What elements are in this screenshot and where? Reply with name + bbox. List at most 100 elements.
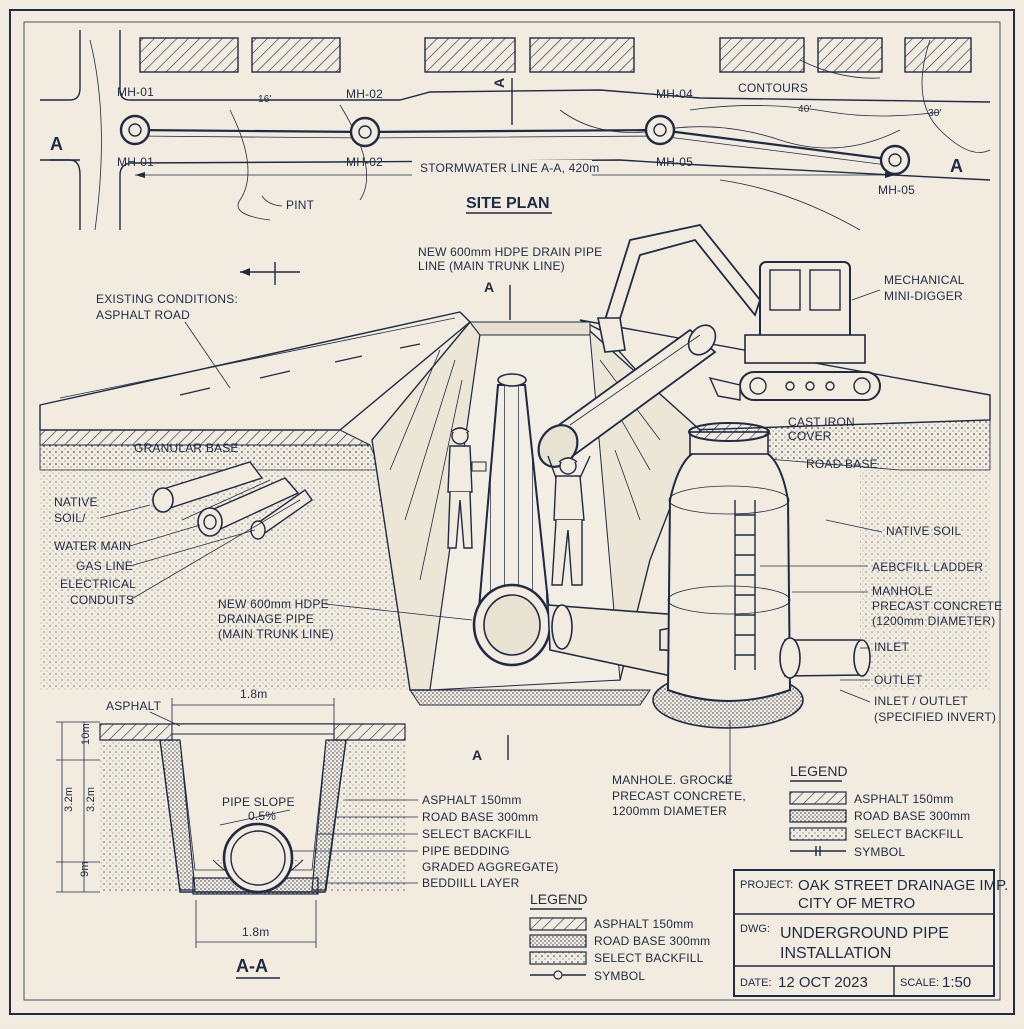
- native-soil-label: NATIVE: [54, 495, 98, 509]
- digger-label: MECHANICAL: [884, 273, 965, 287]
- legend-right: LEGEND ASPHALT 150mm ROAD BASE 300mm SEL…: [789, 763, 970, 859]
- project-city: CITY OF METRO: [798, 895, 915, 912]
- dim-3-2m: 3.2m: [85, 787, 97, 812]
- manhole-label: MH-05: [656, 155, 693, 169]
- section-title: A-A: [236, 956, 268, 976]
- section-marker: A: [491, 78, 507, 88]
- legend-item: ASPHALT 150mm: [854, 792, 954, 806]
- contour-value: 30': [928, 108, 942, 119]
- drain-pipe-label: DRAINAGE PIPE: [218, 612, 314, 626]
- project-name: OAK STREET DRAINAGE IMP.: [798, 877, 1008, 894]
- section-callout: ROAD BASE 300mm: [422, 810, 538, 824]
- mini-digger: [597, 224, 881, 401]
- pipe-slope-label: PIPE SLOPE: [222, 795, 295, 809]
- building-block: [904, 37, 972, 73]
- legend-item: ROAD BASE 300mm: [854, 809, 970, 823]
- legend-item: ASPHALT 150mm: [594, 917, 694, 931]
- dwg-title: INSTALLATION: [780, 945, 891, 962]
- date-label: DATE:: [740, 977, 772, 989]
- worker-figure: [547, 455, 591, 586]
- digger-label: MINI-DIGGER: [884, 289, 963, 303]
- legend-bottom: LEGEND ASPHALT 150mm ROAD BASE 300mm SEL…: [529, 891, 710, 983]
- manhole-label: MH-02: [346, 155, 383, 169]
- contour-value: 40': [798, 104, 812, 115]
- native-soil-label: NATIVE SOIL: [886, 524, 961, 538]
- manhole-symbol: [644, 114, 676, 146]
- outlet-label: OUTLET: [874, 673, 923, 687]
- section-a-a: 1.8m ASPHALT 1.8m 10m 3.2m 3.2m 9m PIPE …: [56, 687, 559, 979]
- gas-line-label: GAS LINE: [76, 559, 133, 573]
- manhole-symbol: [879, 144, 911, 176]
- legend-title: LEGEND: [790, 763, 848, 779]
- manhole-note: 1200mm DIAMETER: [612, 804, 727, 818]
- electrical-label: ELECTRICAL: [60, 577, 136, 591]
- asphalt-label: ASPHALT: [106, 699, 162, 713]
- lifted-pipe: [537, 324, 717, 468]
- section-callout: PIPE BEDDING: [422, 844, 510, 858]
- site-plan: A A A MH-01 MH-02 MH-04 MH-01 MH-02 MH-0…: [40, 30, 991, 231]
- building-block: [139, 37, 239, 73]
- title-block: PROJECT: OAK STREET DRAINAGE IMP. CITY O…: [733, 869, 1008, 997]
- contour-value: 16': [258, 94, 272, 105]
- pint-label: PINT: [286, 198, 315, 212]
- manhole-label: MH-01: [117, 85, 154, 99]
- section-callout: GRADED AGGREGATE): [422, 860, 559, 874]
- width-bottom-dim: 1.8m: [242, 925, 269, 939]
- stormwater-line-label: STORMWATER LINE A-A, 420m: [420, 161, 599, 175]
- new-pipe-label: NEW 600mm HDPE DRAIN PIPE: [418, 245, 602, 259]
- section-callout: BEDDIILL LAYER: [422, 876, 520, 890]
- dim-3-2m: 3.2m: [63, 787, 75, 812]
- ladder-label: AEBCFILL LADDER: [872, 560, 983, 574]
- manhole-note: PRECAST CONCRETE,: [612, 789, 746, 803]
- building-block: [719, 37, 805, 73]
- legend-item: SYMBOL: [854, 845, 905, 859]
- manhole-note: MANHOLE. GROCKE: [612, 773, 733, 787]
- new-pipe-label: LINE (MAIN TRUNK LINE): [418, 259, 565, 273]
- section-pipe: [222, 822, 294, 894]
- legend-title: LEGEND: [530, 891, 588, 907]
- legend-item: ROAD BASE 300mm: [594, 934, 710, 948]
- inner-border: [23, 21, 1001, 1001]
- manhole-label: MH-05: [878, 183, 915, 197]
- road-base-label: ROAD BASE: [806, 457, 878, 471]
- scale-value: 1:50: [942, 974, 971, 991]
- date-value: 12 OCT 2023: [778, 974, 868, 991]
- water-main-label: WATER MAIN: [54, 539, 131, 553]
- native-soil-label: SOIL/: [54, 511, 86, 525]
- manhole-symbol: [119, 114, 151, 146]
- site-plan-title: SITE PLAN: [466, 195, 550, 212]
- inlet-outlet-label: (SPECIFIED INVERT): [874, 710, 996, 724]
- outer-border: [9, 9, 1015, 1015]
- electrical-label: CONDUITS: [70, 593, 134, 607]
- manhole-label: PRECAST CONCRETE: [872, 599, 1002, 613]
- legend-item: SYMBOL: [594, 969, 645, 983]
- building-block: [251, 37, 341, 73]
- section-marker: A: [484, 279, 494, 295]
- manhole-symbol: [349, 116, 381, 148]
- manhole-label: MANHOLE: [872, 584, 933, 598]
- existing-conditions-label: EXISTING CONDITIONS:: [96, 292, 238, 306]
- section-marker-right: A: [950, 156, 963, 176]
- inlet-outlet-label: INLET / OUTLET: [874, 694, 968, 708]
- section-callout: ASPHALT 150mm: [422, 793, 522, 807]
- drain-pipe-label: (MAIN TRUNK LINE): [218, 627, 334, 641]
- hdpe-drain-pipe: [472, 373, 718, 690]
- manhole-label: MH-01: [117, 155, 154, 169]
- project-label: PROJECT:: [740, 879, 793, 891]
- asphalt-road: [39, 311, 472, 431]
- legend-item: SELECT BACKFILL: [854, 827, 964, 841]
- section-callout: SELECT BACKFILL: [422, 827, 532, 841]
- dim-10m: 10m: [80, 723, 92, 745]
- width-top-dim: 1.8m: [240, 687, 267, 701]
- building-block: [424, 37, 516, 73]
- inlet-label: INLET: [874, 640, 909, 654]
- cover-label: CAST IRON: [788, 415, 855, 429]
- existing-conditions-label: ASPHALT ROAD: [96, 308, 190, 322]
- trench-perspective: A A NEW 600mm HDPE DRAIN PIPE LINE (MAIN…: [39, 224, 1002, 818]
- dwg-label: DWG:: [740, 923, 770, 935]
- cover-label: COVER: [788, 429, 832, 443]
- worker-figure: [447, 427, 487, 549]
- contours-label: CONTOURS: [738, 81, 808, 95]
